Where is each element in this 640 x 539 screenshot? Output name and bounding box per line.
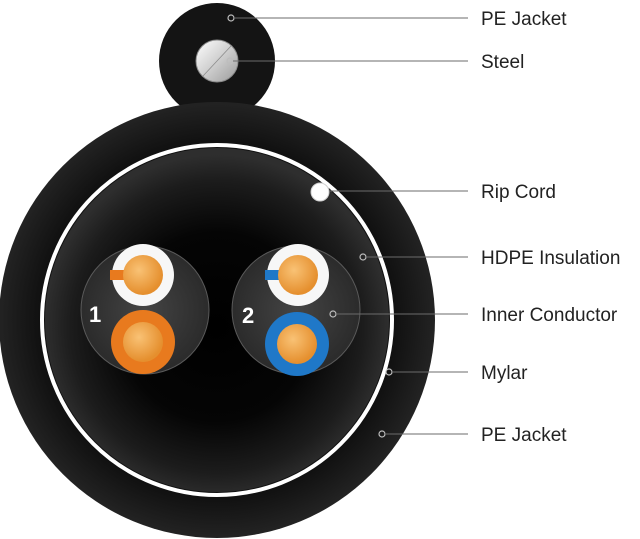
main-cable: 1 2 [0,102,435,538]
twisted-pair-2: 2 [231,244,361,376]
callout-rip-cord: Rip Cord [330,182,556,203]
callout-steel: Steel [226,52,524,73]
messenger-wire [159,3,275,119]
pair-1-stripe [110,270,125,280]
pair-2-copper-b [277,324,317,364]
pair-1-copper-a [123,255,163,295]
callout-messenger-jacket: PE Jacket [227,9,567,30]
callout-outer-jacket: PE Jacket [378,425,567,446]
label-outer-pe-jacket: PE Jacket [481,425,567,446]
pair-2-copper-a [278,255,318,295]
pair-2-blue-conductor [265,312,329,376]
label-mylar: Mylar [481,363,528,384]
label-rip-cord: Rip Cord [481,182,556,203]
pair-2-stripe [265,270,280,280]
pair-2-white-conductor [265,244,329,306]
pair-1-number: 1 [89,302,101,327]
steel-strand-line [202,45,232,77]
label-inner-conductor: Inner Conductor [481,305,618,326]
pair-1-orange-conductor [111,310,175,374]
label-messenger-pe-jacket: PE Jacket [481,9,567,30]
label-steel: Steel [481,52,524,73]
label-hdpe-insulation: HDPE Insulation [481,248,620,269]
callout-hdpe-insulation: HDPE Insulation [359,248,620,269]
callout-inner-conductor: Inner Conductor [329,305,618,326]
rip-cord [310,182,330,202]
twisted-pair-1: 1 [80,244,210,375]
pair-1-white-conductor [110,244,174,306]
callout-mylar: Mylar [385,363,528,384]
pair-2-number: 2 [242,303,254,328]
hdpe-inner-core [45,148,389,492]
mylar-layer [40,143,394,497]
pair-1-copper-b [123,322,163,362]
